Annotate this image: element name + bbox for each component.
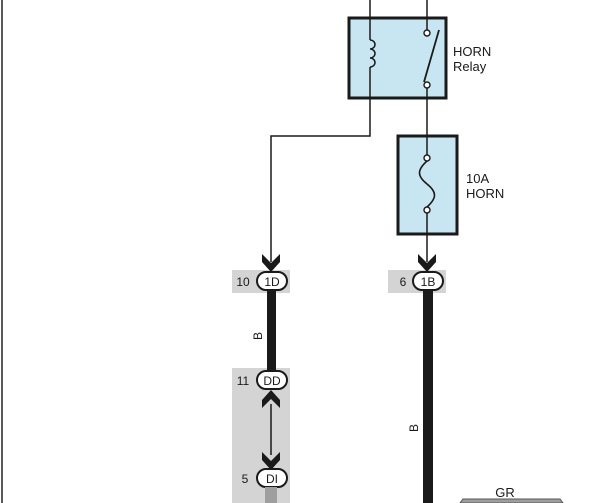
wire-color-label-left: B: [251, 332, 265, 340]
horn-fuse-label-line1: 10A: [466, 171, 489, 186]
relay-coil-symbol: [369, 39, 376, 68]
connector-1b: 1B 6: [400, 254, 444, 291]
fuse-terminal-top: [423, 154, 431, 162]
connector-1d-arrow-icon: [262, 254, 280, 272]
relay-switch-contact-bottom: [423, 81, 431, 89]
connector-1d-code: 1D: [264, 275, 280, 289]
wire-b-from-1b: [423, 290, 433, 503]
horn-relay-label-line1: HORN: [453, 44, 491, 59]
junction-arrow-down-icon: [262, 452, 280, 470]
connector-dd-oval: [256, 370, 288, 390]
connector-di-pin: 5: [242, 472, 249, 486]
relay-switch-contact-top: [423, 29, 431, 37]
wire-color-label-right: B: [407, 424, 421, 432]
connector-1b-arrow-icon: [418, 254, 436, 272]
connector-1b-code: 1B: [421, 275, 436, 289]
junction-internal-link: [262, 390, 280, 470]
connector-dd-code: DD: [263, 374, 281, 388]
connector-1d-pin: 10: [236, 275, 250, 289]
connector-di: DI 5: [242, 468, 288, 488]
horn-relay-label-line2: Relay: [453, 59, 487, 74]
horn-fuse-label-line2: HORN: [466, 186, 504, 201]
relay-switch-arm: [423, 29, 440, 83]
horn-fuse: [396, 134, 459, 236]
wire-relay-to-1d: [270, 98, 371, 262]
horn-relay: [347, 16, 448, 100]
fuse-terminal-bottom: [423, 206, 431, 214]
junction-arrow-up-icon: [262, 390, 280, 408]
fuse-element-symbol: [418, 160, 436, 208]
connector-di-code: DI: [266, 472, 278, 486]
wire-gr-segment: [459, 498, 564, 503]
connector-dd-pin: 11: [237, 374, 250, 388]
wire-b-1d-to-dd: [267, 290, 276, 371]
wire-gray-below-di: [265, 487, 277, 503]
wire-color-label-gr: GR: [495, 485, 515, 500]
connector-dd: DD 11: [237, 370, 288, 390]
connector-1b-pin: 6: [400, 275, 407, 289]
connector-1d: 1D 10: [236, 254, 288, 291]
